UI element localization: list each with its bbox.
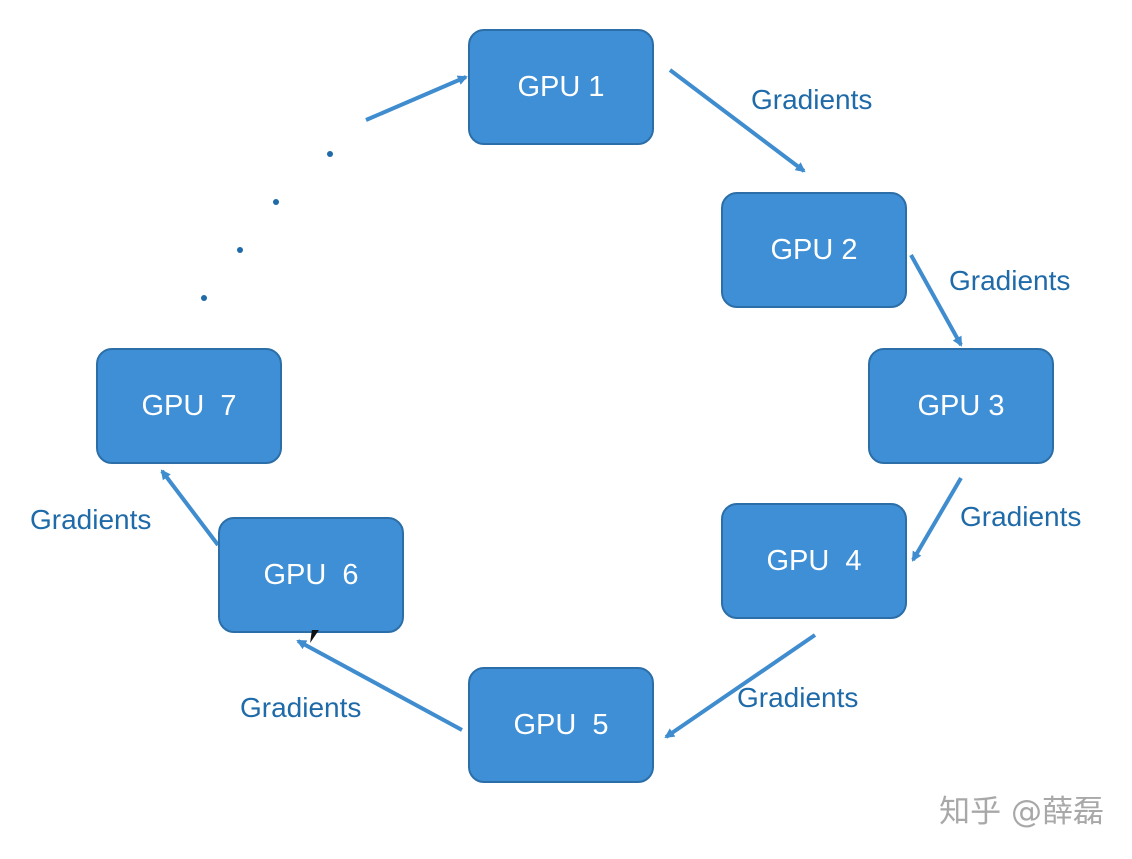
arrow-gpu1-to-gpu2 <box>668 68 806 173</box>
gpu-node-2: GPU 2 <box>721 192 907 308</box>
arrow-ellipsis-to-gpu1 <box>365 75 468 122</box>
edge-label-gpu1-gpu2: Gradients <box>751 84 873 115</box>
edge-label-gpu6-gpu7: Gradients <box>30 504 152 535</box>
ellipsis-dot <box>327 151 333 157</box>
gpu-node-1: GPU 1 <box>468 29 654 145</box>
edge-label-gpu2-gpu3: Gradients <box>949 265 1071 296</box>
edge-label-gpu5-gpu6: Gradients <box>240 692 362 723</box>
gpu-node-6: GPU 6 <box>218 517 404 633</box>
gpu-node-5: GPU 5 <box>468 667 654 783</box>
arrow-gpu2-to-gpu3 <box>909 254 963 347</box>
watermark: 知乎 @薛磊 <box>939 794 1104 830</box>
ellipsis-dot <box>273 199 279 205</box>
arrow-gpu6-to-gpu7 <box>160 469 220 547</box>
arrow-gpu5-to-gpu6 <box>296 639 463 732</box>
ellipsis-dot <box>237 247 243 253</box>
edge-label-gpu4-gpu5: Gradients <box>737 682 859 713</box>
gpu-node-4: GPU 4 <box>721 503 907 619</box>
ellipsis-dot <box>201 295 207 301</box>
gpu-node-7: GPU 7 <box>96 348 282 464</box>
arrow-gpu3-to-gpu4 <box>911 476 963 562</box>
arrow-gpu4-to-gpu5 <box>664 633 817 739</box>
gpu-node-3: GPU 3 <box>868 348 1054 464</box>
edge-label-gpu3-gpu4: Gradients <box>960 501 1082 532</box>
